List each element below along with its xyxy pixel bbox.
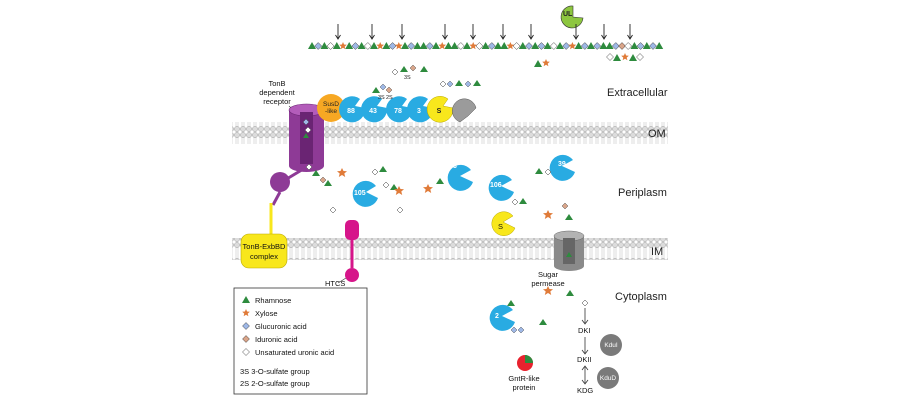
region-extracellular: Extracellular	[607, 87, 668, 99]
svg-text:2: 2	[495, 313, 499, 320]
svg-text:protein: protein	[513, 383, 536, 392]
svg-text:39: 39	[558, 161, 566, 168]
om-enzyme-s: S	[426, 96, 454, 123]
ul-enzyme: UL	[560, 5, 584, 29]
svg-text:S: S	[498, 222, 503, 231]
region-cytoplasm: Cytoplasm	[615, 291, 667, 303]
kdud-enzyme: KduD	[597, 367, 619, 389]
legend-label: Iduronic acid	[255, 335, 298, 344]
svg-text:GntR-like: GntR-like	[508, 374, 539, 383]
svg-text:TonB-ExbBD: TonB-ExbBD	[243, 242, 287, 251]
cyto-enzyme-2: 2	[489, 304, 515, 331]
legend-item-xylose: Xylose	[242, 309, 278, 318]
legend-note-2s: 2S 2-O-sulfate group	[240, 379, 310, 388]
svg-text:KduI: KduI	[604, 342, 618, 349]
svg-text:UL: UL	[563, 11, 573, 18]
om-enzyme-label: S	[437, 108, 442, 115]
svg-text:permease: permease	[531, 279, 564, 288]
om-enzyme-88: 88	[339, 96, 366, 123]
svg-text:3S: 3S	[404, 75, 411, 81]
outer-membrane	[232, 122, 668, 144]
svg-text:complex: complex	[250, 252, 278, 261]
cytoplasm-sugars	[507, 286, 589, 334]
svg-text:106: 106	[490, 182, 502, 189]
om-enzyme-43: 43	[361, 96, 388, 123]
susd-like-protein: SusD -like	[317, 94, 345, 122]
peri-enzyme-s: S	[491, 211, 516, 236]
legend-item-iduronic-acid: Iduronic acid	[242, 335, 298, 344]
svg-text:-like: -like	[325, 108, 337, 115]
tonb-protein	[269, 166, 306, 245]
inner-membrane	[232, 238, 668, 260]
svg-text:3S: 3S	[378, 95, 385, 101]
om-enzyme-label: 43	[369, 108, 377, 115]
peri-enzyme-105: 105	[352, 180, 378, 207]
legend-label: Unsaturated uronic acid	[255, 348, 334, 357]
svg-text:TonB: TonB	[268, 79, 285, 88]
svg-text:KduD: KduD	[600, 375, 617, 382]
periplasm-sugars	[305, 163, 573, 220]
extracellular-oligos: 3S 2S 3S	[372, 64, 481, 101]
om-enzyme-label: 78	[394, 108, 402, 115]
svg-text:2S: 2S	[386, 95, 393, 101]
peri-enzyme-3: 3	[447, 163, 473, 191]
svg-text:HTCS: HTCS	[325, 279, 345, 288]
region-im: IM	[651, 246, 663, 258]
tonb-dependent-receptor	[288, 103, 325, 172]
svg-text:3: 3	[453, 163, 457, 170]
svg-text:KDG: KDG	[577, 386, 593, 395]
peri-enzyme-39: 39	[549, 154, 575, 181]
svg-text:DKI: DKI	[578, 326, 591, 335]
legend-item-unsaturated-uronic-acid: Unsaturated uronic acid	[242, 348, 334, 357]
svg-text:SusD: SusD	[323, 101, 339, 108]
kdg-pathway: DKI DKII KDG	[577, 308, 593, 395]
legend-note-3s: 3S 3-O-sulfate group	[240, 367, 310, 376]
om-enzyme-label: 88	[347, 108, 355, 115]
svg-text:receptor: receptor	[263, 97, 291, 106]
om-gray-enzyme	[452, 98, 477, 123]
tonb-exbbd-complex: TonB-ExbBD complex	[240, 233, 288, 269]
htcs-sensor: HTCS	[325, 220, 359, 288]
legend-item-rhamnose: Rhamnose	[242, 296, 291, 305]
om-enzyme-3: 3	[407, 96, 434, 123]
legend-label: Glucuronic acid	[255, 322, 307, 331]
svg-text:Sugar: Sugar	[538, 270, 559, 279]
svg-text:dependent: dependent	[259, 88, 295, 97]
legend-label: Rhamnose	[255, 296, 291, 305]
legend-label: Xylose	[255, 309, 278, 318]
peri-enzyme-106: 106	[488, 174, 514, 201]
region-periplasm: Periplasm	[618, 187, 667, 199]
svg-text:DKII: DKII	[577, 355, 592, 364]
region-om: OM	[648, 128, 666, 140]
gntr-like-protein: GntR-like protein	[508, 355, 540, 392]
kdui-enzyme: KduI	[600, 334, 622, 356]
ulvan-chain	[308, 24, 664, 67]
om-enzyme-label: 3	[417, 108, 421, 115]
svg-text:105: 105	[354, 190, 366, 197]
om-enzyme-78: 78	[386, 96, 413, 123]
sugar-permease: Sugar permease	[531, 230, 585, 288]
legend-item-glucuronic-acid: Glucuronic acid	[242, 322, 307, 331]
